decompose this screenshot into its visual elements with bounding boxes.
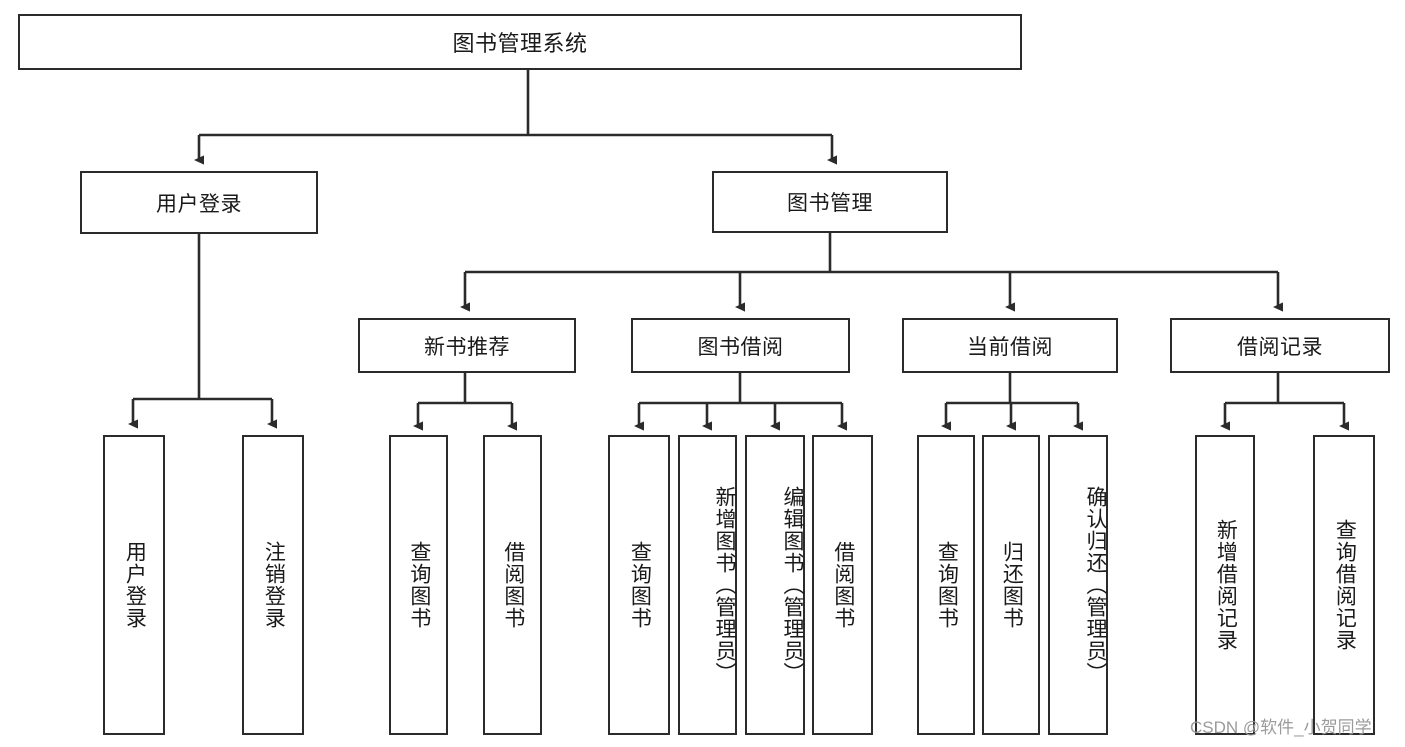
leaf-edit-book-admin[interactable]: 编辑图书（管理员） bbox=[745, 435, 805, 735]
node-book-management[interactable]: 图书管理 bbox=[712, 171, 948, 233]
leaf-return-book[interactable]: 归还图书 bbox=[982, 435, 1040, 735]
leaf-user-logout[interactable]: 注销登录 bbox=[242, 435, 304, 735]
leaf-borrow-book-recommend[interactable]: 借阅图书 bbox=[483, 435, 542, 735]
leaf-add-book-admin[interactable]: 新增图书（管理员） bbox=[678, 435, 737, 735]
leaf-confirm-return-admin[interactable]: 确认归还（管理员） bbox=[1048, 435, 1108, 735]
node-user-login[interactable]: 用户登录 bbox=[80, 171, 318, 234]
node-root-system[interactable]: 图书管理系统 bbox=[18, 14, 1022, 70]
csdn-watermark: CSDN @软件_小贺同学 bbox=[1190, 718, 1372, 737]
leaf-query-book-current[interactable]: 查询图书 bbox=[917, 435, 975, 735]
node-new-book-recommend[interactable]: 新书推荐 bbox=[358, 318, 576, 373]
node-borrow-record[interactable]: 借阅记录 bbox=[1170, 318, 1390, 373]
leaf-borrow-book[interactable]: 借阅图书 bbox=[812, 435, 873, 735]
leaf-user-login[interactable]: 用户登录 bbox=[103, 435, 165, 735]
leaf-add-borrow-record[interactable]: 新增借阅记录 bbox=[1195, 435, 1255, 735]
node-book-borrow[interactable]: 图书借阅 bbox=[631, 318, 850, 373]
leaf-query-borrow-record[interactable]: 查询借阅记录 bbox=[1313, 435, 1375, 735]
leaf-query-book-recommend[interactable]: 查询图书 bbox=[389, 435, 448, 735]
node-current-borrow[interactable]: 当前借阅 bbox=[902, 318, 1118, 373]
leaf-query-book-borrow[interactable]: 查询图书 bbox=[608, 435, 670, 735]
